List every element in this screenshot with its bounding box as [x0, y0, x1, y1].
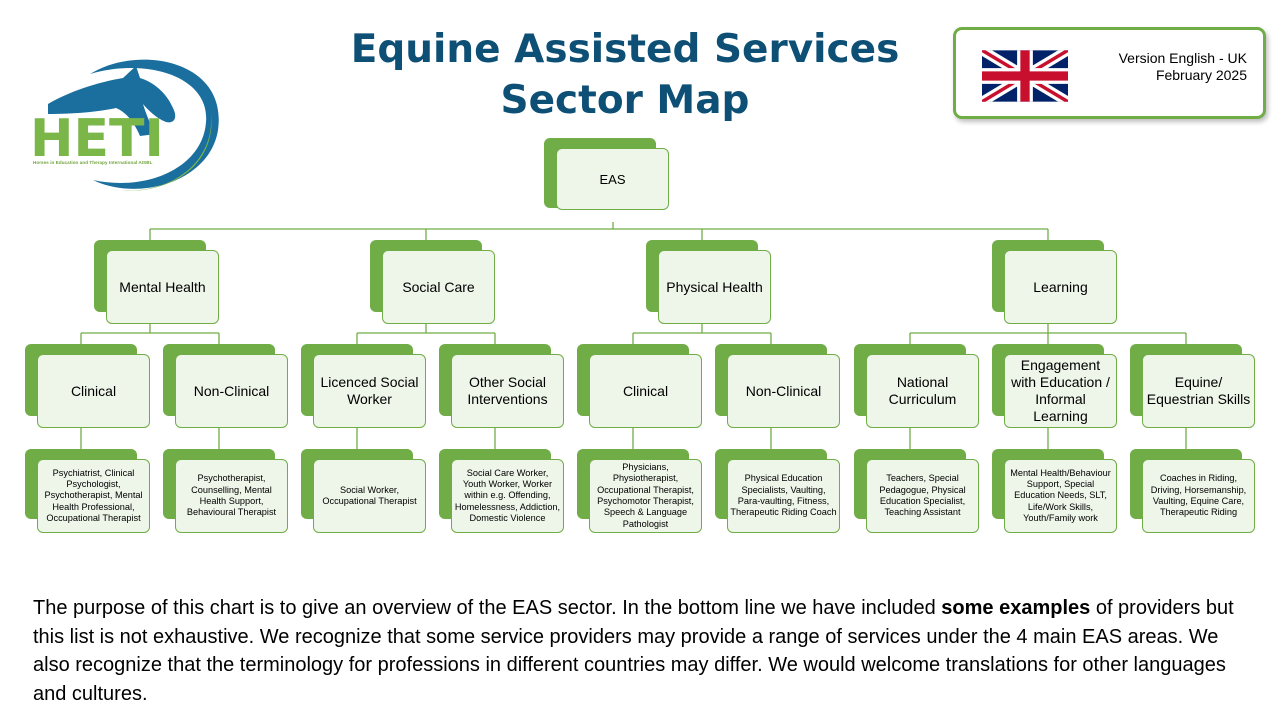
node-label: Physical Health [658, 250, 771, 324]
node-sub-mh-non-clinical: Non-Clinical [163, 344, 288, 428]
node-label: Non-Clinical [727, 354, 840, 428]
version-date: February 2025 [1155, 67, 1247, 83]
node-sub-lr-engagement: Engagement with Education / Informal Lea… [992, 344, 1117, 428]
node-sub-sc-other: Other Social Interventions [439, 344, 564, 428]
node-area-social-care: Social Care [370, 240, 495, 324]
node-sub-lr-national: National Curriculum [854, 344, 979, 428]
node-sub-ph-clinical: Clinical [577, 344, 702, 428]
uk-flag-icon [982, 50, 1068, 102]
node-examples: Social Worker, Occupational Therapist [313, 459, 426, 533]
node-label: Learning [1004, 250, 1117, 324]
node-examples-mh-clinical: Psychiatrist, Clinical Psychologist, Psy… [25, 449, 150, 533]
page-title: Equine Assisted Services Sector Map [310, 24, 940, 126]
node-examples-sc-licenced: Social Worker, Occupational Therapist [301, 449, 426, 533]
node-label: National Curriculum [866, 354, 979, 428]
node-label: EAS [556, 148, 669, 210]
logo-text: HETI [30, 109, 164, 169]
node-sub-lr-equine: Equine/ Equestrian Skills [1130, 344, 1255, 428]
footer-text-part2: of providers but this list is not exhaus… [33, 597, 1234, 705]
footer-description: The purpose of this chart is to give an … [33, 594, 1258, 708]
version-text: Version English - UK February 2025 [1119, 50, 1247, 84]
node-examples: Social Care Worker, Youth Worker, Worker… [451, 459, 564, 533]
logo-tagline: Horses in Education and Therapy Internat… [33, 160, 153, 165]
node-area-physical-health: Physical Health [646, 240, 771, 324]
node-label: Non-Clinical [175, 354, 288, 428]
node-label: Social Care [382, 250, 495, 324]
node-examples: Mental Health/Behaviour Support, Special… [1004, 459, 1117, 533]
node-examples-ph-clinical: Physicians, Physiotherapist, Occupationa… [577, 449, 702, 533]
footer-emphasis: some examples [941, 597, 1091, 619]
node-examples-mh-non-clinical: Psychotherapist, Counselling, Mental Hea… [163, 449, 288, 533]
node-sub-ph-non-clinical: Non-Clinical [715, 344, 840, 428]
node-examples: Physical Education Specialists, Vaulting… [727, 459, 840, 533]
node-label: Mental Health [106, 250, 219, 324]
node-examples-lr-national: Teachers, Special Pedagogue, Physical Ed… [854, 449, 979, 533]
title-line-1: Equine Assisted Services [350, 27, 900, 72]
node-examples: Psychiatrist, Clinical Psychologist, Psy… [37, 459, 150, 533]
title-line-2: Sector Map [500, 78, 750, 123]
node-area-learning: Learning [992, 240, 1117, 324]
node-label: Clinical [589, 354, 702, 428]
node-examples: Coaches in Riding, Driving, Horsemanship… [1142, 459, 1255, 533]
node-label: Licenced Social Worker [313, 354, 426, 428]
version-box: Version English - UK February 2025 [953, 27, 1266, 119]
heti-logo: HETI [30, 59, 219, 191]
node-examples-lr-engagement: Mental Health/Behaviour Support, Special… [992, 449, 1117, 533]
node-area-mental-health: Mental Health [94, 240, 219, 324]
node-examples: Physicians, Physiotherapist, Occupationa… [589, 459, 702, 533]
node-label: Engagement with Education / Informal Lea… [1004, 354, 1117, 428]
node-examples: Psychotherapist, Counselling, Mental Hea… [175, 459, 288, 533]
version-language: Version English - UK [1118, 50, 1247, 66]
node-label: Equine/ Equestrian Skills [1142, 354, 1255, 428]
node-examples-lr-equine: Coaches in Riding, Driving, Horsemanship… [1130, 449, 1255, 533]
node-examples-sc-other: Social Care Worker, Youth Worker, Worker… [439, 449, 564, 533]
node-label: Clinical [37, 354, 150, 428]
node-root-eas: EAS [544, 138, 669, 210]
node-label: Other Social Interventions [451, 354, 564, 428]
node-examples-ph-non-clinical: Physical Education Specialists, Vaulting… [715, 449, 840, 533]
node-sub-mh-clinical: Clinical [25, 344, 150, 428]
footer-text-part1: The purpose of this chart is to give an … [33, 597, 942, 619]
node-sub-sc-licenced: Licenced Social Worker [301, 344, 426, 428]
node-examples: Teachers, Special Pedagogue, Physical Ed… [866, 459, 979, 533]
